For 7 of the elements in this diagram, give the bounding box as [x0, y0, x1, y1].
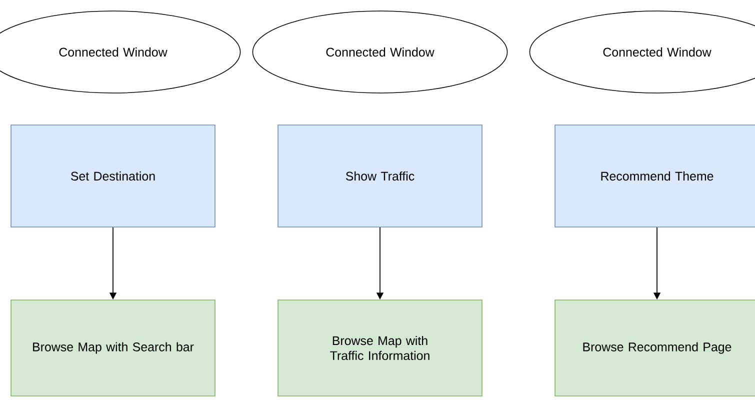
process-box: Recommend Theme — [554, 124, 755, 228]
process-box: Show Traffic — [278, 124, 482, 228]
process-box: Set Destination — [10, 124, 216, 228]
oval-node: Connected Window — [252, 10, 508, 94]
result-box: Browse Map with Search bar — [10, 300, 216, 396]
result-box: Browse Map with Traffic Information — [278, 300, 482, 396]
result-box: Browse Recommend Page — [554, 300, 755, 396]
